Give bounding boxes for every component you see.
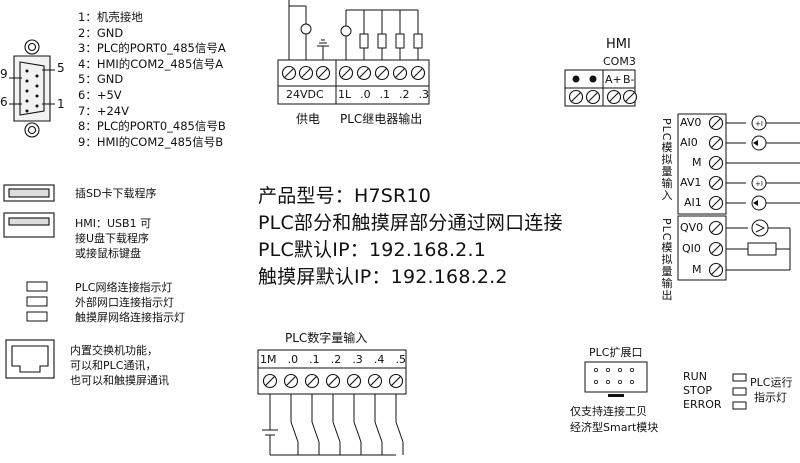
product-model: 产品型号：H7SR10: [258, 185, 432, 207]
expansion-port-icon: [584, 361, 648, 397]
relay-terminal-labels: 1L .0 .1 .2 .3: [338, 88, 429, 101]
analog-terminal-ai0: AI0: [680, 136, 698, 149]
ethernet-port-icon: [5, 339, 55, 379]
analog-terminal-ai1: AI1: [684, 196, 702, 209]
analog-terminal-av0: AV0: [680, 116, 702, 129]
led-label-external-network: 外部网口连接指示灯: [75, 296, 174, 309]
db9-pin-label-6: 6: [0, 95, 8, 109]
status-error-label: ERROR: [683, 398, 722, 411]
analog-output-caption: PLC模拟量输出: [660, 218, 673, 302]
ethernet-port-label: 内置交换机功能， 可以和PLC通讯， 也可以和触摸屏通讯: [70, 344, 169, 387]
led-legend: PLC网络连接指示灯 外部网口连接指示灯 触摸屏网络连接指示灯: [75, 280, 185, 325]
power-caption: 供电: [296, 112, 321, 126]
power-terminal-label: 24VDC: [286, 88, 324, 101]
db9-connector-icon: [13, 39, 51, 138]
usb-port-icon: [3, 212, 55, 238]
led-label-plc-network: PLC网络连接指示灯: [75, 281, 173, 294]
expansion-caption: PLC扩展口: [589, 346, 643, 359]
analog-terminal-qi0: QI0: [682, 242, 701, 255]
hmi-com3-terminal-block: [564, 69, 638, 107]
hmi-pin-a-label: A+: [605, 73, 622, 86]
db9-pin-item: 8：PLC的PORT0_485信号B: [78, 119, 226, 134]
hmi-port-title: HMI: [606, 37, 631, 52]
db9-pin-list: 1：机壳接地 2：GND 3：PLC的PORT0_485信号A 4：HMI的CO…: [78, 10, 226, 150]
db9-pin-item: 2：GND: [78, 25, 124, 40]
analog-terminal-m: M: [692, 156, 702, 169]
status-run-label: RUN: [683, 370, 707, 383]
analog-terminal-qv0: QV0: [680, 221, 704, 234]
db9-pin-item: 9：HMI的COM2_485信号B: [78, 134, 224, 149]
db9-pin-item: 3：PLC的PORT0_485信号A: [78, 41, 226, 56]
db9-pin-label-1: 1: [57, 97, 65, 111]
analog-terminal-m-out: M: [692, 263, 702, 276]
led-indicator-icons: [26, 281, 48, 322]
sd-slot-icon: [3, 184, 55, 202]
digital-input-terminal-block: [257, 349, 407, 395]
sd-slot-label: 插SD卡下载程序: [75, 187, 157, 200]
hmi-pin-b-label: B-: [623, 73, 635, 86]
hmi-port-subtitle: COM3: [603, 55, 636, 68]
led-label-hmi-network: 触摸屏网络连接指示灯: [75, 311, 185, 324]
product-description: PLC部分和触摸屏部分通过网口连接: [258, 212, 563, 234]
hmi-default-ip: 触摸屏默认IP：192.168.2.2: [258, 266, 508, 288]
svg-text:+I: +I: [755, 120, 763, 128]
db9-pin-label-5: 5: [57, 61, 65, 75]
db9-pin-item: 1：机壳接地: [78, 10, 143, 24]
status-stop-label: STOP: [683, 384, 712, 397]
digital-input-terminal-labels: 1M .0 .1 .2 .3 .4 .5: [260, 353, 406, 366]
db9-pin-item: 4：HMI的COM2_485信号A: [78, 56, 224, 71]
power-relay-terminal-block: [277, 59, 430, 105]
usb-port-label: HMI：USB1 可 接U盘下载程序 或接鼠标键盘: [75, 217, 152, 260]
plc-default-ip: PLC默认IP：192.168.2.1: [258, 239, 486, 261]
status-led-labels: RUN STOP ERROR: [683, 370, 728, 412]
db9-pin-label-9: 9: [0, 67, 8, 81]
db9-pin-item: 7：+24V: [78, 103, 129, 118]
status-led-icons: [732, 373, 747, 410]
status-led-caption: PLC运行 指示灯: [750, 376, 793, 404]
expansion-note: 仅支持连接工贝 经济型Smart模块: [570, 405, 659, 434]
db9-pin-item: 5：GND: [78, 72, 124, 87]
svg-text:+I: +I: [755, 180, 763, 188]
relay-output-caption: PLC继电器输出: [340, 112, 423, 126]
db9-pin-item: 6：+5V: [78, 87, 122, 102]
analog-terminal-av1: AV1: [680, 176, 702, 189]
digital-input-caption: PLC数字量输入: [285, 331, 368, 345]
analog-terminal-block: [677, 113, 727, 281]
analog-input-caption: PLC模拟量输入: [660, 118, 673, 202]
